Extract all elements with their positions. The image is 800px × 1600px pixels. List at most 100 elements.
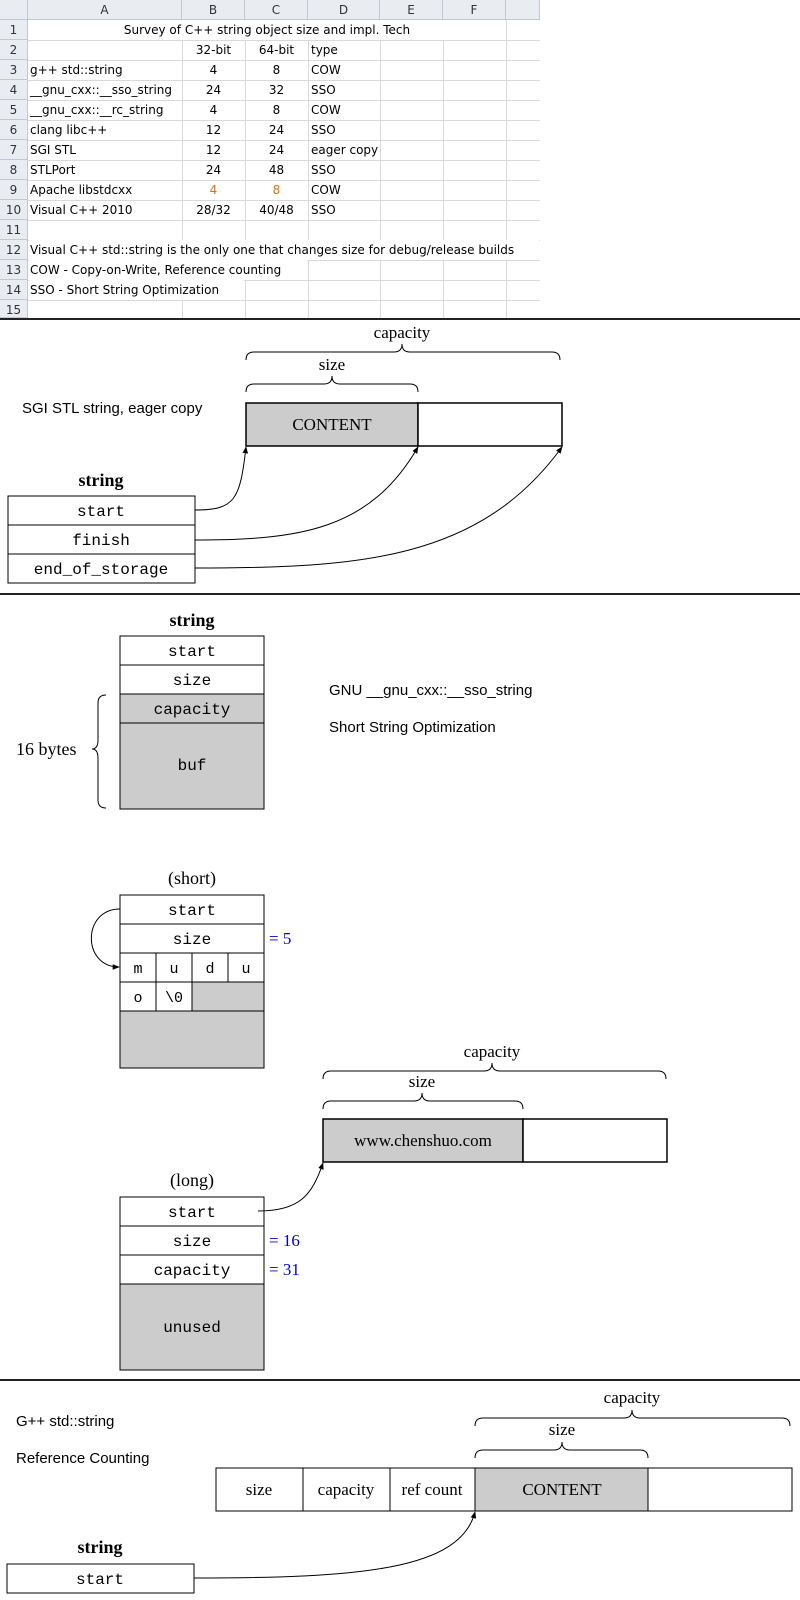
sso-long-spare-cell bbox=[522, 1118, 668, 1163]
grid-line bbox=[308, 20, 309, 318]
column-header-f[interactable]: F bbox=[443, 0, 506, 20]
row-header[interactable]: 2 bbox=[0, 40, 28, 60]
header-cell-64bit[interactable]: 64-bit bbox=[258, 43, 295, 57]
grid-line bbox=[506, 20, 507, 318]
size-64-cell[interactable]: 24 bbox=[268, 143, 285, 157]
row-header[interactable]: 12 bbox=[0, 240, 28, 260]
size-64-cell[interactable]: 48 bbox=[268, 163, 285, 177]
grid-line bbox=[28, 140, 540, 141]
impl-name-cell[interactable]: g++ std::string bbox=[30, 63, 123, 77]
sso-caption-2: Short String Optimization bbox=[329, 719, 496, 736]
sso-long-capacity-brace bbox=[322, 1062, 667, 1080]
row-header[interactable]: 1 bbox=[0, 20, 28, 40]
column-header-c[interactable]: C bbox=[245, 0, 308, 20]
sgi-struct-title: string bbox=[79, 470, 124, 490]
size-32-cell[interactable]: 12 bbox=[205, 143, 222, 157]
header-cell-32bit[interactable]: 32-bit bbox=[195, 43, 232, 57]
type-cell[interactable]: COW bbox=[311, 183, 341, 197]
size-64-cell[interactable]: 40/48 bbox=[259, 203, 294, 217]
size-64-cell-highlighted[interactable]: 8 bbox=[272, 183, 281, 197]
size-32-cell[interactable]: 12 bbox=[205, 123, 222, 137]
note-cell[interactable]: Visual C++ std::string is the only one t… bbox=[29, 240, 539, 260]
cow-refcount-cell-label: ref count bbox=[402, 1480, 463, 1499]
row-header[interactable]: 13 bbox=[0, 260, 28, 280]
sso-short-title: (short) bbox=[168, 868, 216, 889]
note-cell[interactable]: COW - Copy-on-Write, Reference counting bbox=[29, 260, 307, 280]
cow-arrow-start bbox=[193, 1511, 477, 1579]
size-64-cell[interactable]: 32 bbox=[268, 83, 285, 97]
cow-caption-1: G++ std::string bbox=[16, 1413, 114, 1430]
impl-name-cell[interactable]: Visual C++ 2010 bbox=[30, 203, 133, 217]
row-header[interactable]: 15 bbox=[0, 300, 28, 318]
type-cell[interactable]: SSO bbox=[311, 163, 336, 177]
cow-field-start bbox=[6, 1563, 195, 1594]
size-32-cell[interactable]: 4 bbox=[209, 63, 218, 77]
row-header[interactable]: 3 bbox=[0, 60, 28, 80]
sheet-title-cell[interactable]: Survey of C++ string object size and imp… bbox=[28, 20, 506, 40]
sgi-arrow-end-of-storage bbox=[194, 446, 563, 569]
row-header[interactable]: 10 bbox=[0, 200, 28, 220]
impl-name-cell[interactable]: SGI STL bbox=[30, 143, 76, 157]
row-header[interactable]: 11 bbox=[0, 220, 28, 240]
sgi-caption: SGI STL string, eager copy bbox=[22, 400, 203, 417]
row-header[interactable]: 6 bbox=[0, 120, 28, 140]
type-cell[interactable]: COW bbox=[311, 63, 341, 77]
cow-size-label: size bbox=[549, 1420, 575, 1439]
sso-long-size-brace bbox=[322, 1092, 524, 1110]
column-header-blank[interactable] bbox=[506, 0, 540, 20]
sgi-content-label: CONTENT bbox=[292, 415, 372, 434]
row-header[interactable]: 14 bbox=[0, 280, 28, 300]
sso-short-self-arrow bbox=[90, 908, 121, 970]
row-header[interactable]: 7 bbox=[0, 140, 28, 160]
row-header[interactable]: 9 bbox=[0, 180, 28, 200]
type-cell[interactable]: COW bbox=[311, 103, 341, 117]
sso-long-field-unused bbox=[119, 1283, 265, 1371]
row-header[interactable]: 5 bbox=[0, 100, 28, 120]
cow-capacity-label: capacity bbox=[604, 1388, 661, 1407]
size-64-cell[interactable]: 24 bbox=[268, 123, 285, 137]
cow-size-cell-label: size bbox=[246, 1480, 272, 1499]
size-32-cell[interactable]: 4 bbox=[209, 103, 218, 117]
column-header-e[interactable]: E bbox=[380, 0, 443, 20]
size-32-cell[interactable]: 24 bbox=[205, 83, 222, 97]
sso-field-buf bbox=[119, 722, 265, 810]
size-64-cell[interactable]: 8 bbox=[272, 63, 281, 77]
type-cell[interactable]: SSO bbox=[311, 203, 336, 217]
grid-line bbox=[28, 220, 540, 221]
corner-cell[interactable] bbox=[0, 0, 28, 20]
sso-short-char-cell bbox=[227, 952, 265, 983]
column-header-b[interactable]: B bbox=[182, 0, 245, 20]
sso-long-field-size-label: size bbox=[173, 1233, 211, 1251]
size-64-cell[interactable]: 8 bbox=[272, 103, 281, 117]
column-header-d[interactable]: D bbox=[308, 0, 380, 20]
sso-brace-label: 16 bytes bbox=[16, 739, 77, 759]
row-header[interactable]: 8 bbox=[0, 160, 28, 180]
row-header[interactable]: 4 bbox=[0, 80, 28, 100]
type-cell[interactable]: SSO bbox=[311, 123, 336, 137]
grid-line bbox=[380, 20, 381, 318]
note-cell[interactable]: SSO - Short String Optimization bbox=[29, 280, 244, 300]
sso-field-size bbox=[119, 664, 265, 695]
sgi-spare-cell bbox=[417, 402, 563, 447]
sso-short-char: o bbox=[133, 990, 142, 1007]
impl-name-cell[interactable]: STLPort bbox=[30, 163, 76, 177]
size-32-cell[interactable]: 28/32 bbox=[196, 203, 231, 217]
sgi-capacity-brace bbox=[245, 343, 561, 361]
sgi-field-end-of-storage-label: end_of_storage bbox=[34, 561, 168, 579]
header-cell-type[interactable]: type bbox=[311, 43, 338, 57]
sgi-field-start-label: start bbox=[77, 503, 125, 521]
sso-long-field-size bbox=[119, 1225, 265, 1256]
impl-name-cell[interactable]: __gnu_cxx::__rc_string bbox=[30, 103, 164, 117]
type-cell[interactable]: eager copy bbox=[311, 143, 379, 157]
type-cell[interactable]: SSO bbox=[311, 83, 336, 97]
size-32-cell[interactable]: 24 bbox=[205, 163, 222, 177]
impl-name-cell[interactable]: clang libc++ bbox=[30, 123, 108, 137]
impl-name-cell[interactable]: Apache libstdcxx bbox=[30, 183, 133, 197]
grid-line bbox=[182, 20, 183, 318]
column-header-a[interactable]: A bbox=[28, 0, 182, 20]
size-32-cell-highlighted[interactable]: 4 bbox=[209, 183, 218, 197]
impl-name-cell[interactable]: __gnu_cxx::__sso_string bbox=[30, 83, 173, 97]
sgi-arrow-start bbox=[194, 446, 249, 511]
